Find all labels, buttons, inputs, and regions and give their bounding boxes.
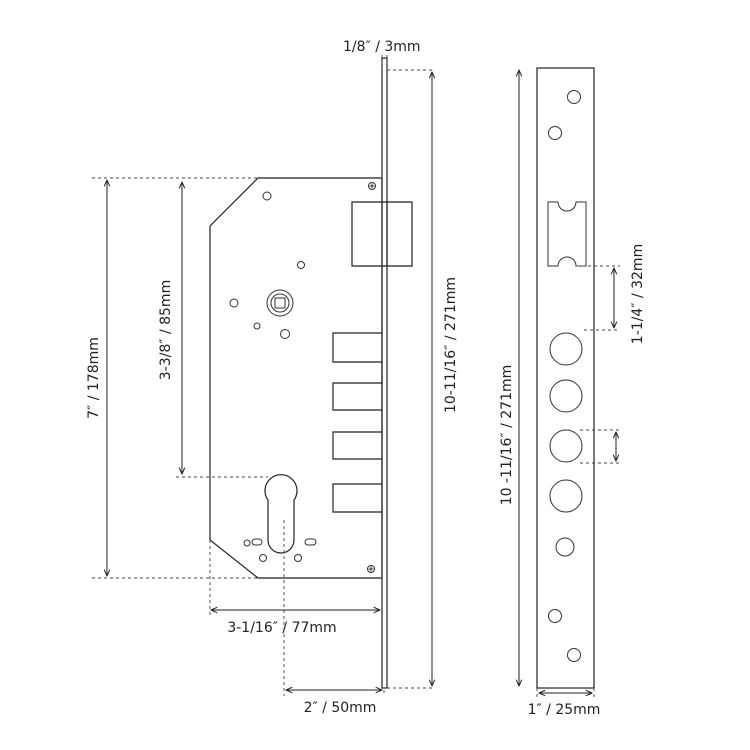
backset-label: 2″ / 50mm — [304, 700, 377, 716]
faceplate-thickness-label: 1/8″ / 3mm — [343, 39, 421, 55]
case-hole — [229, 298, 239, 308]
case-hole — [294, 554, 302, 562]
latch-opening — [549, 332, 583, 366]
faceplate-front-view — [536, 67, 595, 689]
cylinder-keyhole-icon — [264, 474, 298, 554]
screw-top-icon — [368, 182, 376, 190]
latch-opening — [549, 429, 583, 463]
screw-hole — [548, 609, 562, 623]
spindle-hub-icon — [266, 289, 294, 317]
bolt-spacing-label: 1-1/4″ / 32mm — [630, 244, 646, 344]
case-slot — [251, 538, 263, 546]
latch-opening — [549, 379, 583, 413]
screw-bottom-icon — [367, 565, 375, 573]
case-slot — [304, 538, 317, 546]
dimension-lines-side — [92, 55, 432, 696]
case-hole — [259, 554, 267, 562]
case-depth-label: 3-1/16″ / 77mm — [227, 620, 336, 636]
case-hole — [297, 261, 305, 269]
dimension-lines-front — [519, 70, 622, 698]
lock-case-body — [209, 177, 383, 579]
screw-hole — [567, 90, 581, 104]
side-view — [209, 57, 413, 689]
faceplate-side — [381, 57, 388, 689]
case-height-label: 7″ / 178mm — [86, 337, 102, 419]
center-distance-label: 3-3/8″ / 85mm — [158, 280, 174, 380]
faceplate-width-label: 1″ / 25mm — [528, 702, 601, 718]
deadbolt-opening — [547, 201, 587, 267]
screw-hole — [567, 648, 581, 662]
faceplate-length-front-label: 10 -11/16″ / 271mm — [499, 365, 515, 506]
faceplate-length-side-label: 10-11/16″ / 271mm — [443, 277, 459, 413]
case-hole — [253, 322, 261, 330]
case-hole — [262, 191, 272, 201]
screw-hole — [548, 126, 562, 140]
latch-bolts — [332, 332, 382, 513]
latch-opening — [549, 479, 583, 513]
deadbolt — [351, 201, 413, 267]
case-hole — [280, 329, 290, 339]
case-hole — [243, 539, 251, 547]
faceplate-front — [536, 67, 595, 689]
latch-opening-small — [555, 537, 575, 557]
